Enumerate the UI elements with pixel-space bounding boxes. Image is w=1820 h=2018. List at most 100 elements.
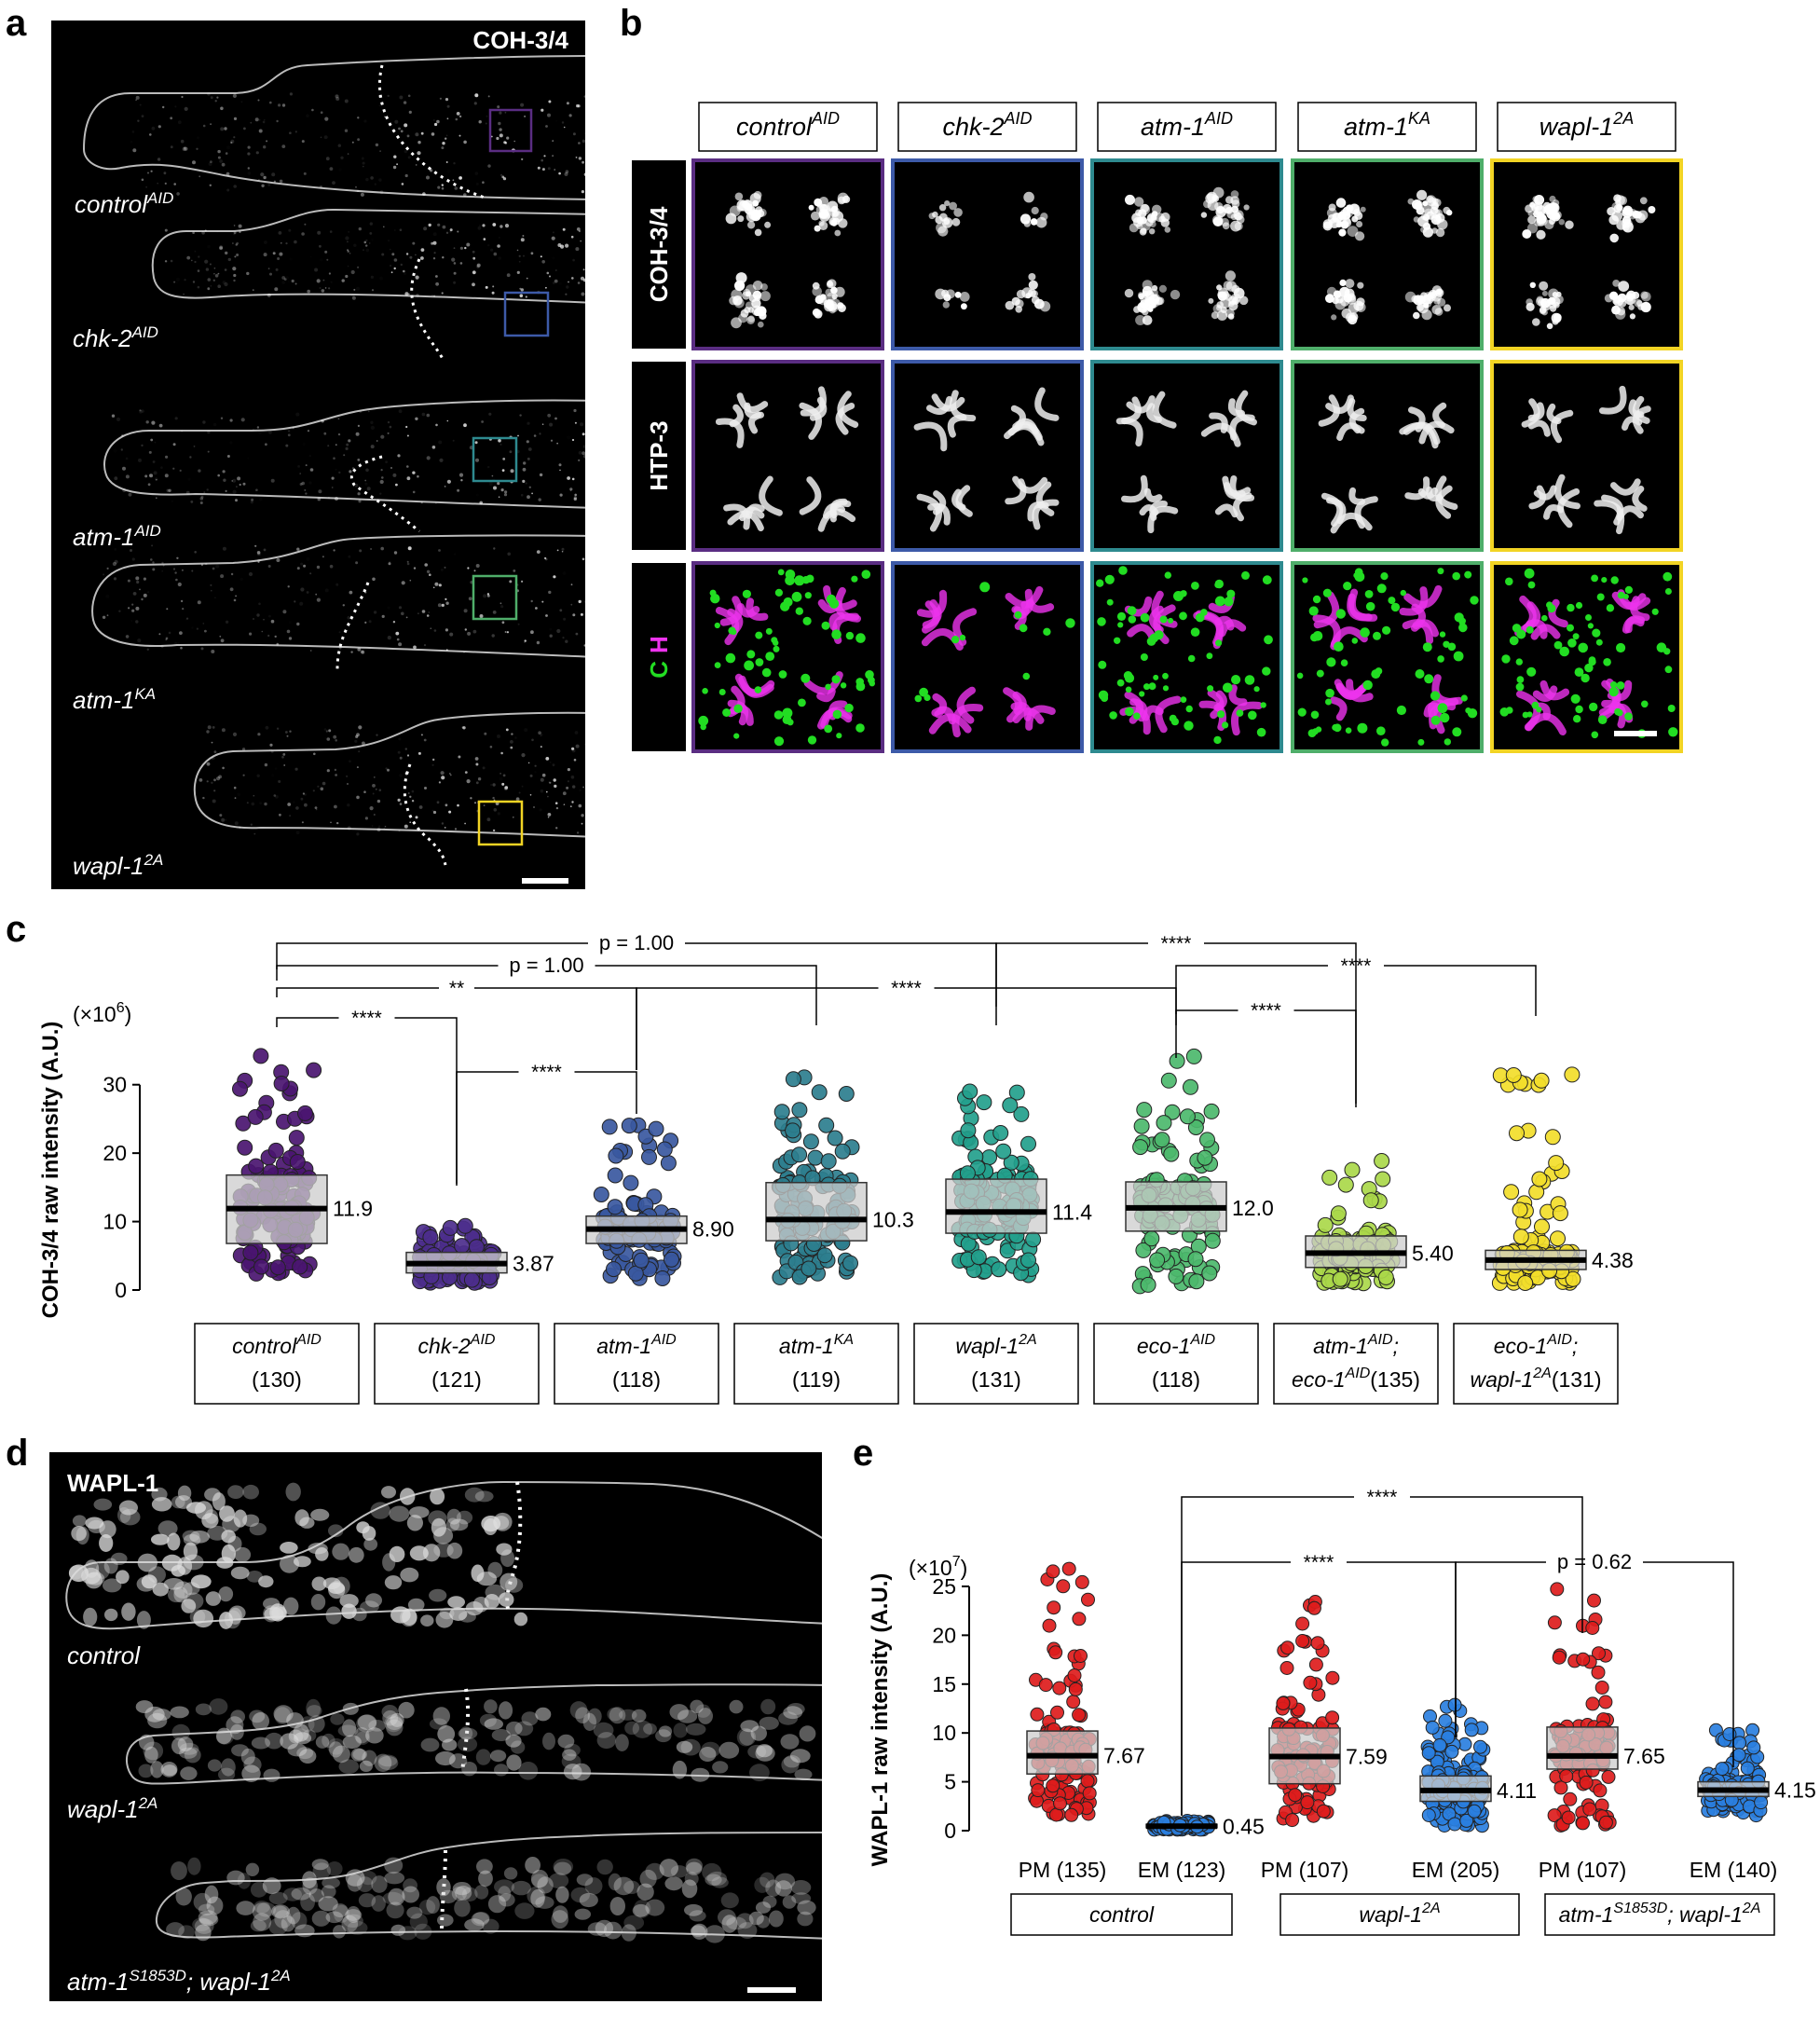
signal-speck (166, 608, 169, 611)
signal-speck (572, 132, 576, 136)
signal-speck (445, 803, 448, 807)
comparison-bracket (456, 1071, 637, 1184)
cohesin-focus (1345, 727, 1352, 734)
cohesin-focus (1200, 212, 1208, 218)
nucleus (273, 1905, 288, 1918)
signal-speck (574, 421, 577, 424)
signal-speck (406, 560, 409, 563)
signal-speck (530, 252, 534, 255)
signal-speck (464, 771, 468, 774)
axis-track (1012, 707, 1045, 724)
signal-speck (452, 439, 455, 442)
cohesin-focus (1244, 675, 1255, 685)
nucleus (691, 1767, 710, 1782)
nucleus (449, 1518, 469, 1531)
nucleus (263, 1768, 281, 1782)
genotype-box (1279, 1893, 1520, 1936)
signal-speck (432, 586, 435, 589)
nucleus (514, 1721, 534, 1737)
signal-speck (448, 773, 451, 775)
signal-speck (421, 412, 426, 417)
cohesin-focus (1014, 611, 1022, 619)
cohesin-focus (785, 575, 795, 586)
nucleus (755, 1745, 775, 1762)
nucleus (341, 1603, 357, 1619)
nucleus (596, 1859, 613, 1875)
cohesin-focus (1532, 318, 1540, 326)
cohesin-focus (824, 724, 833, 734)
signal-speck (383, 827, 386, 830)
nucleus (420, 1737, 440, 1752)
data-point (791, 1146, 808, 1163)
transition-boundary (377, 64, 486, 199)
signal-speck (206, 780, 209, 783)
nucleus (274, 1910, 293, 1929)
cohesin-focus (1206, 652, 1213, 660)
signal-speck (374, 183, 376, 185)
data-point (785, 1071, 801, 1088)
signal-speck (181, 430, 184, 432)
signal-speck (137, 638, 142, 643)
signal-speck (578, 157, 582, 160)
signal-speck (466, 242, 471, 247)
data-point (1074, 1574, 1089, 1589)
data-point (1068, 1682, 1083, 1696)
nucleus (452, 1882, 472, 1896)
cohesin-focus (1407, 198, 1415, 205)
signal-speck (428, 611, 431, 613)
signal-speck (483, 238, 486, 240)
signal-speck (281, 276, 286, 280)
nucleus (530, 1888, 545, 1908)
signal-speck (256, 426, 260, 429)
signal-speck (376, 828, 381, 832)
cohesin-focus (1231, 675, 1241, 685)
signal-speck (264, 802, 267, 806)
cohesin-focus (1609, 233, 1619, 243)
signal-speck (581, 822, 583, 825)
data-point (802, 1133, 819, 1150)
cohesin-focus (1312, 728, 1319, 735)
median-label: 5.40 (1412, 1241, 1454, 1265)
genotype-label-2: wapl-12A(131) (1470, 1366, 1601, 1392)
data-point (1163, 1146, 1180, 1162)
cohesin-focus (1635, 211, 1642, 219)
nucleus (230, 1709, 245, 1723)
nucleus (639, 1869, 657, 1888)
signal-speck (288, 281, 290, 282)
signal-speck (474, 757, 479, 761)
nucleus (219, 1505, 235, 1522)
signal-speck (207, 725, 212, 730)
nucleus (498, 1886, 512, 1902)
nucleus (325, 1911, 344, 1924)
signal-speck (499, 443, 502, 446)
signal-speck (267, 293, 271, 297)
signal-speck (493, 252, 498, 256)
cohesin-focus (1146, 213, 1157, 224)
signal-speck (125, 635, 130, 638)
nucleus (498, 1701, 513, 1720)
signal-speck (220, 638, 225, 643)
signal-speck (441, 186, 445, 190)
cohesin-focus (1190, 627, 1200, 637)
axis-track (1543, 504, 1565, 520)
nucleus (311, 1859, 329, 1871)
signal-speck (575, 744, 580, 748)
nucleus (645, 1862, 664, 1880)
cohesin-focus (1217, 710, 1225, 719)
signal-speck (212, 279, 215, 281)
signal-speck (568, 281, 569, 283)
nucleus (283, 1597, 299, 1615)
signal-speck (232, 93, 237, 98)
signal-speck (440, 568, 444, 571)
data-point (1746, 1740, 1761, 1755)
nucleus (179, 1747, 198, 1759)
nucleus (308, 1715, 325, 1733)
data-point (991, 1261, 1007, 1278)
cohesin-focus (1225, 270, 1236, 281)
cohesin-focus (1158, 215, 1166, 223)
signal-speck (316, 279, 321, 283)
signal-speck (337, 144, 341, 147)
data-point (1512, 1229, 1529, 1245)
data-point (237, 1139, 253, 1156)
nucleus (759, 1872, 775, 1888)
